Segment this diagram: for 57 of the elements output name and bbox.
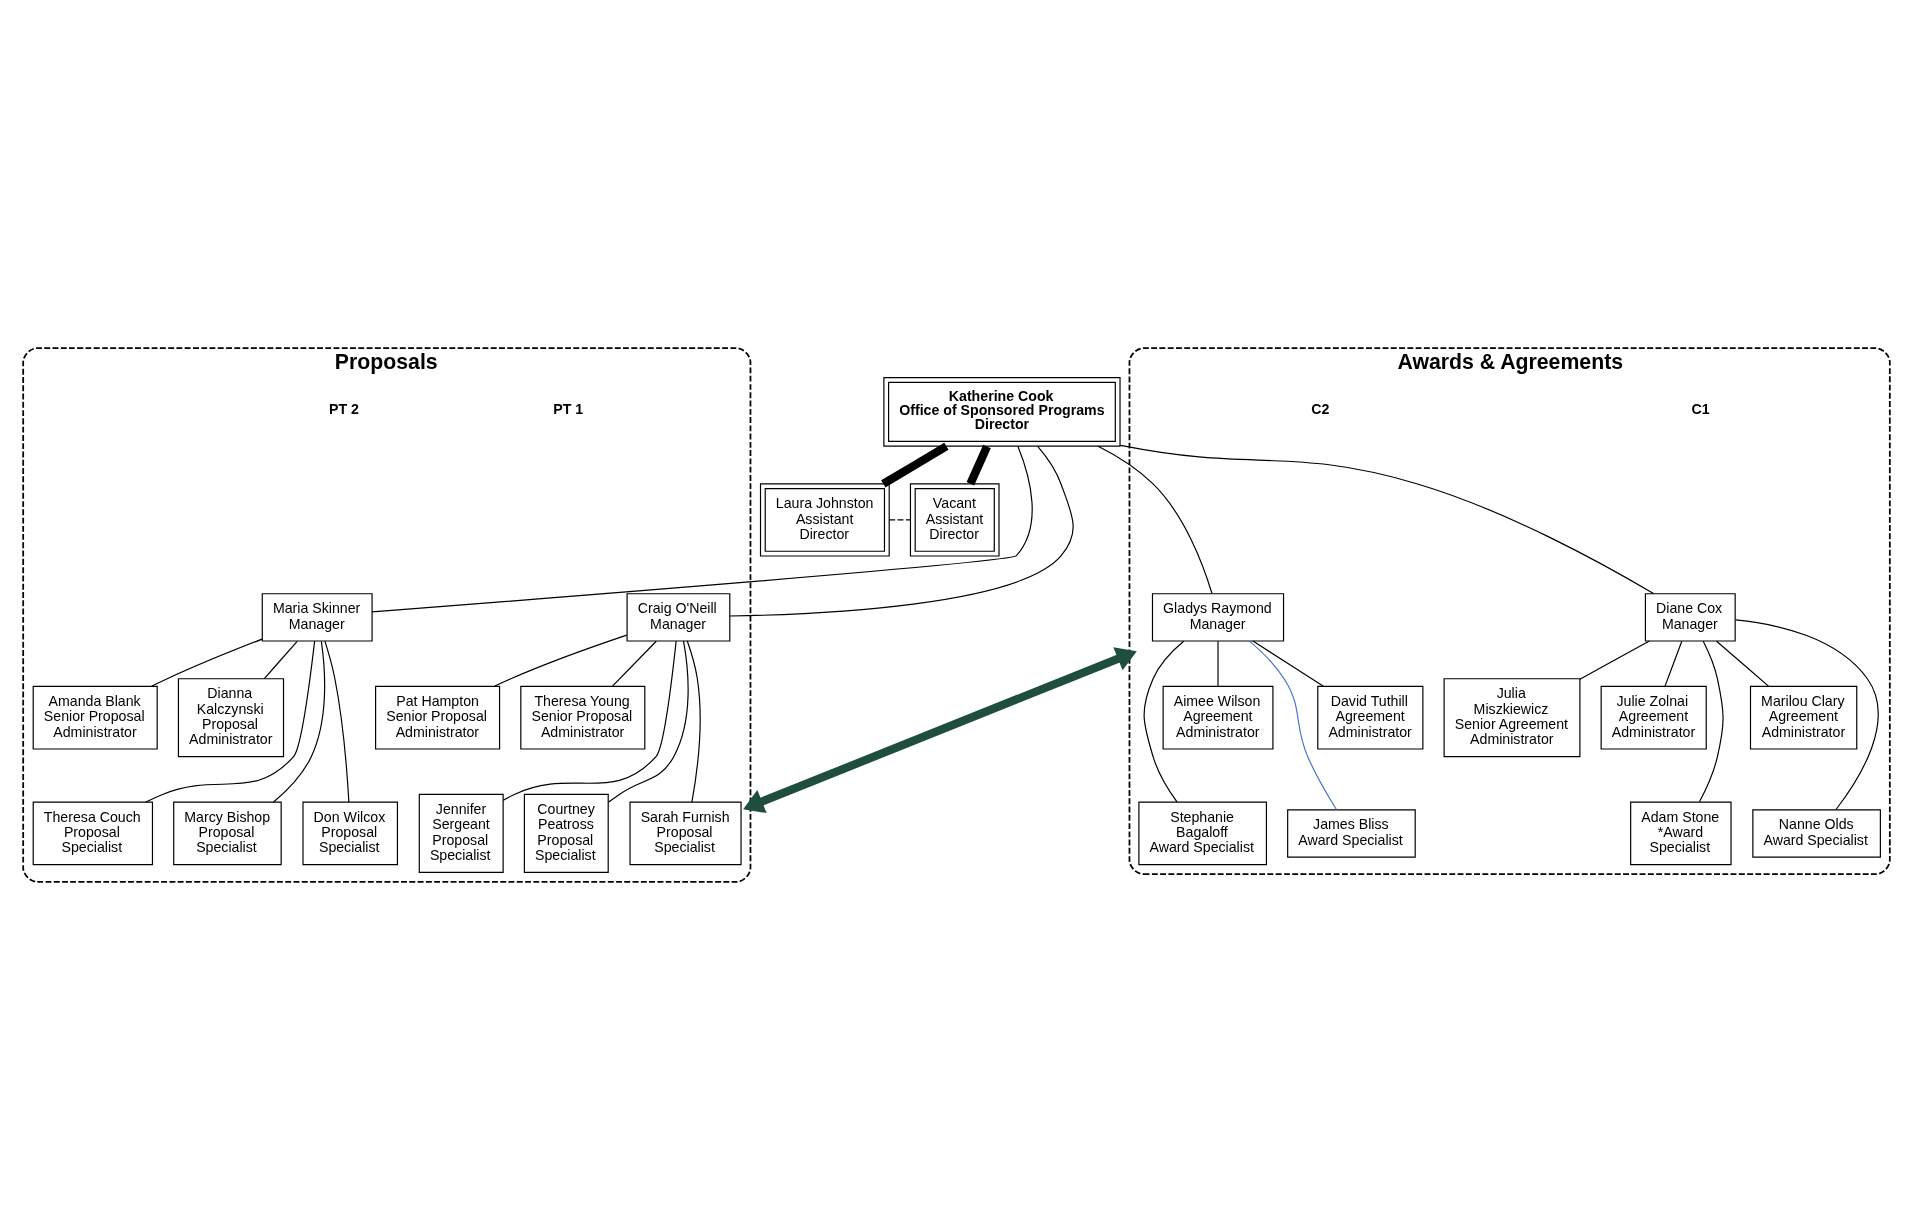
node-box: Diane Cox Manager — [1644, 593, 1736, 642]
connector — [608, 640, 689, 803]
connector — [502, 640, 677, 801]
connector — [686, 640, 701, 803]
node-box: Craig O'Neill Manager — [626, 593, 731, 642]
node-box: Julie Zolnai Agreement Administrator — [1600, 685, 1707, 750]
node-box: James Bliss Award Specialist — [1287, 809, 1416, 858]
node-box: Marilou Clary Agreement Administrator — [1749, 685, 1858, 750]
connector — [493, 634, 628, 687]
connector — [1119, 444, 1655, 595]
connector — [1698, 640, 1724, 803]
node-box: Sarah Furnish Proposal Specialist — [629, 801, 742, 866]
connector — [145, 640, 316, 803]
node-box: Pat Hampton Senior Proposal Administrator — [375, 685, 501, 750]
connector — [1579, 640, 1650, 680]
connector — [1248, 640, 1338, 811]
arrow — [743, 647, 1137, 814]
label: C1 — [1691, 401, 1710, 418]
node-box: Aimee Wilson Agreement Administrator — [1162, 685, 1274, 750]
node-box: Theresa Young Senior Proposal Administrator — [520, 685, 646, 750]
connector — [1217, 640, 1219, 687]
connector — [1664, 640, 1683, 687]
node-box: Maria Skinner Manager — [261, 593, 373, 642]
node-box: Gladys Raymond Manager — [1151, 593, 1285, 642]
node-box: Don Wilcox Proposal Specialist — [302, 801, 399, 866]
label: PT 2 — [328, 401, 359, 418]
connector — [324, 640, 350, 803]
node-box: Vacant Assistant Director — [909, 483, 1000, 557]
connector — [150, 638, 263, 687]
connector — [273, 640, 326, 803]
connector — [1252, 640, 1324, 687]
connector — [881, 442, 949, 488]
connector — [263, 640, 298, 680]
node-box: Nanne Olds Award Specialist — [1752, 809, 1881, 858]
connector — [1143, 640, 1185, 803]
node-box: Laura Johnston Assistant Director — [759, 483, 890, 557]
node-box: Courtney Peatross Proposal Specialist — [523, 793, 609, 873]
node-box: Jennifer Sergeant Proposal Specialist — [418, 793, 504, 873]
connector — [1716, 640, 1770, 687]
node-box: Marcy Bishop Proposal Specialist — [173, 801, 282, 866]
connector — [729, 445, 1074, 617]
node-box: Adam Stone *Award Specialist — [1630, 801, 1732, 866]
node-box: David Tuthill Agreement Administrator — [1317, 685, 1424, 750]
connector — [888, 519, 911, 521]
connector — [1734, 619, 1879, 811]
connector — [1097, 445, 1213, 594]
connector — [611, 640, 657, 687]
node-box: Theresa Couch Proposal Specialist — [32, 801, 154, 866]
node-box: Dianna Kalczynski Proposal Administrator — [177, 678, 285, 758]
node-box: Katherine Cook Office of Sponsored Programs Director — [883, 377, 1121, 447]
connector — [966, 444, 991, 486]
label: C2 — [1311, 401, 1330, 418]
connector — [371, 445, 1033, 613]
label: PT 1 — [553, 401, 584, 418]
node-box: Amanda Blank Senior Proposal Administrator — [32, 685, 158, 750]
node-box: Julia Miszkiewicz Senior Agreement Administrator — [1443, 678, 1581, 758]
node-box: Stephanie Bagaloff Award Specialist — [1138, 801, 1267, 866]
